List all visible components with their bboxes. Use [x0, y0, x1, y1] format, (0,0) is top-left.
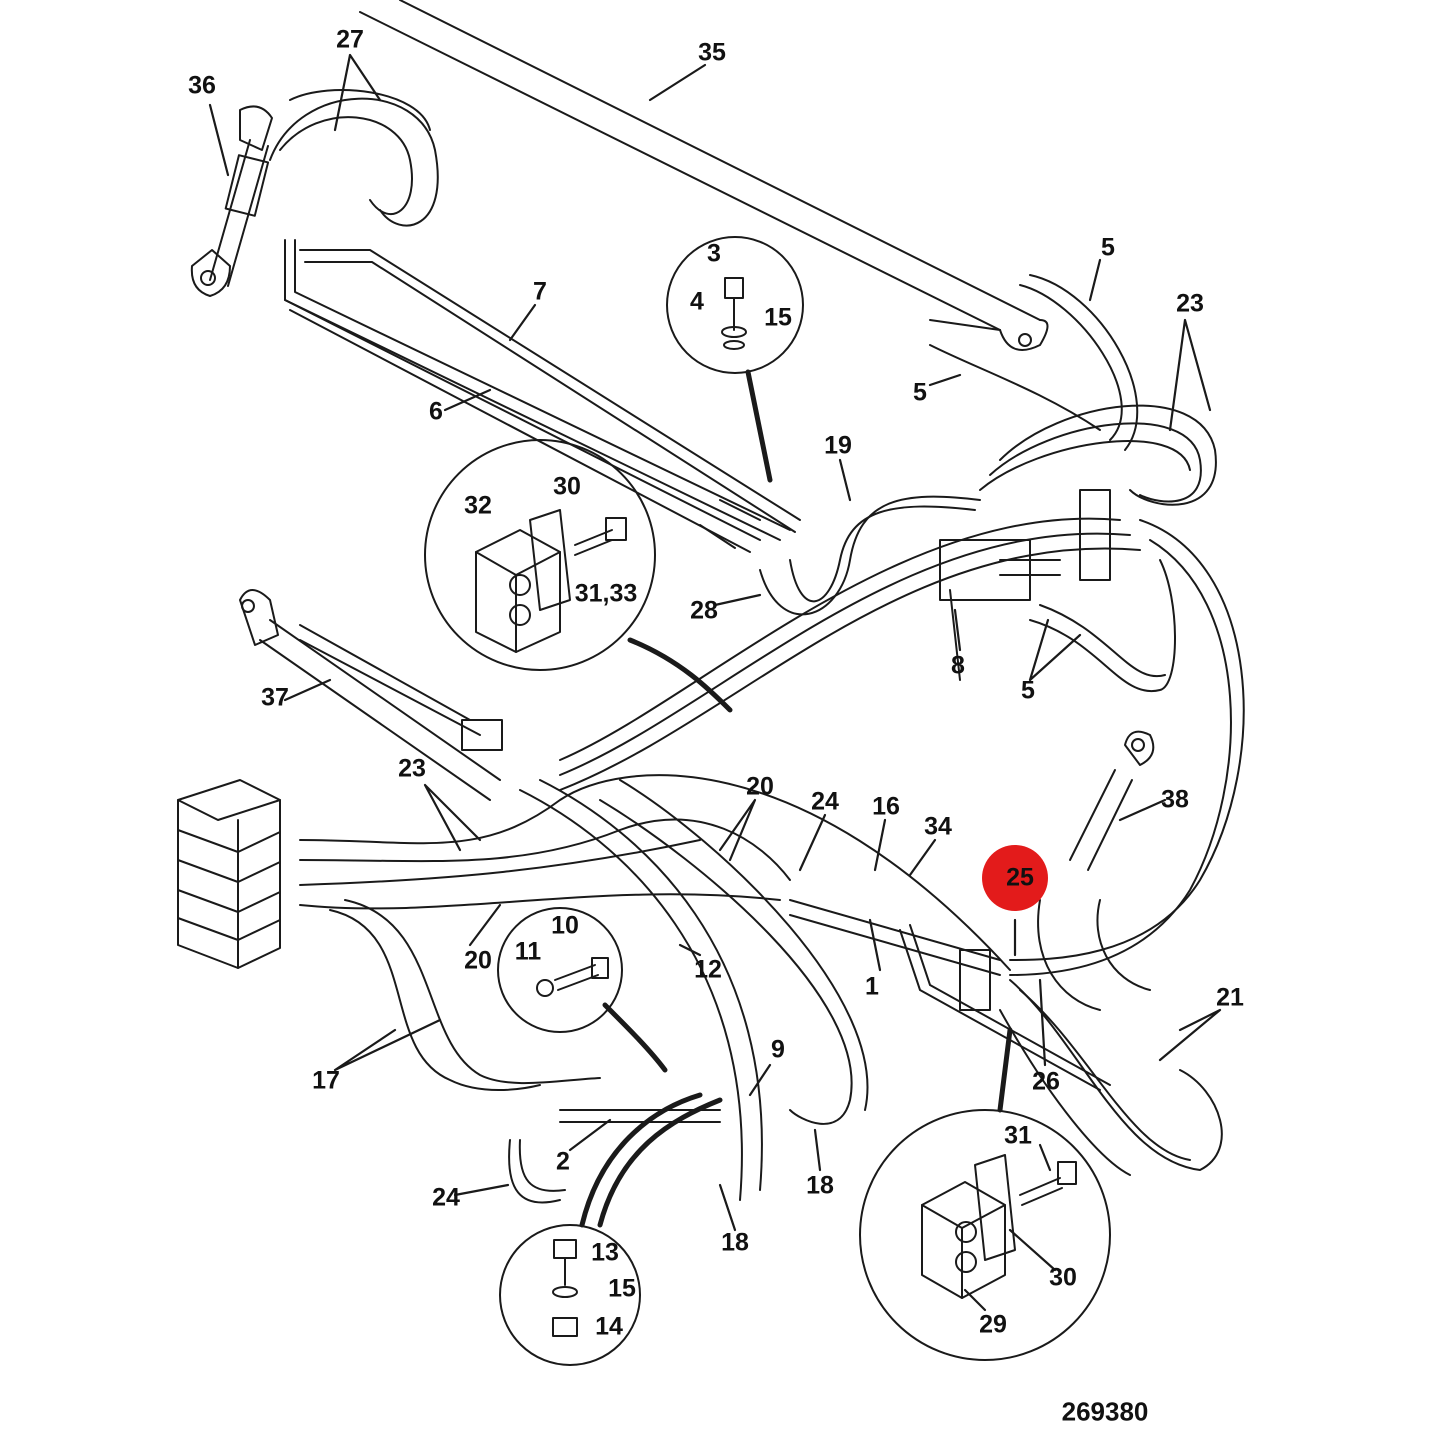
callout-34-23: 34	[924, 812, 952, 841]
callout-15-5: 15	[764, 303, 792, 332]
hose-5-top	[929, 274, 1139, 451]
callout-29-44: 29	[979, 1310, 1007, 1339]
callout-8-16: 8	[951, 651, 965, 680]
detail-bolt-11-10	[497, 907, 668, 1073]
callout-31-39: 31	[1004, 1121, 1032, 1150]
callout-11-27: 11	[514, 937, 542, 966]
callout-17-32: 17	[312, 1066, 340, 1095]
callout-3-3: 3	[707, 239, 721, 268]
callout-9-33: 9	[771, 1035, 785, 1064]
detail-bolt-3-4-15	[666, 236, 804, 483]
hose-bundle-main	[559, 517, 1245, 976]
callout-20-20: 20	[746, 772, 774, 801]
detail-bolt-13-15-14	[499, 1092, 723, 1366]
boom-cylinder	[359, 0, 1049, 351]
callout-26-34: 26	[1032, 1067, 1060, 1096]
callout-1-30: 1	[865, 972, 879, 1001]
callout-19-11: 19	[824, 431, 852, 460]
right-fittings	[789, 899, 1223, 1176]
callout-18-38: 18	[721, 1228, 749, 1257]
hose-loop-27	[269, 89, 439, 227]
ram-38	[1037, 730, 1155, 1011]
callout-5-7: 5	[1101, 233, 1115, 262]
callout-14-42: 14	[595, 1312, 623, 1341]
hose-23-loop	[979, 404, 1217, 506]
callout-18-37: 18	[806, 1171, 834, 1200]
callout-20-26: 20	[464, 946, 492, 975]
hose-17	[329, 899, 601, 1091]
callout-30-43: 30	[1049, 1263, 1077, 1292]
callout-5-17: 5	[1021, 676, 1035, 705]
callout-38-24: 38	[1161, 785, 1189, 814]
callout-30-13: 30	[553, 472, 581, 501]
callout-32-12: 32	[464, 491, 492, 520]
valve-hoses	[299, 774, 1011, 971]
callout-24-36: 24	[432, 1183, 460, 1212]
callout-12-29: 12	[694, 955, 722, 984]
callout-28-15: 28	[690, 596, 718, 625]
callout-6-9: 6	[429, 397, 443, 426]
callout-7-6: 7	[533, 277, 547, 306]
rigid-pipes-6-7	[284, 239, 801, 553]
callout-37-18: 37	[261, 683, 289, 712]
callout-36-1: 36	[188, 71, 216, 100]
callout-25-25: 25	[1006, 863, 1034, 892]
top-ram	[190, 105, 273, 297]
drawing-number: 269380	[1061, 1396, 1149, 1427]
detail-clamp-lower	[859, 1027, 1111, 1361]
hose-12-18	[519, 779, 869, 1201]
callout-23-8: 23	[1176, 289, 1204, 318]
callout-4-4: 4	[690, 287, 704, 316]
callout-16-22: 16	[872, 792, 900, 821]
callout-24-21: 24	[811, 787, 839, 816]
callout-15-41: 15	[608, 1274, 636, 1303]
callout-35-2: 35	[698, 38, 726, 67]
callout-5-10: 5	[913, 378, 927, 407]
hose-19-28	[759, 495, 981, 616]
callout-2-35: 2	[556, 1147, 570, 1176]
detail-clamp-upper	[424, 439, 733, 713]
callout-23-19: 23	[398, 754, 426, 783]
valve-bank	[177, 779, 281, 969]
highlight-marker	[982, 845, 1048, 911]
callout-13-40: 13	[591, 1238, 619, 1267]
callout-10-28: 10	[551, 911, 579, 940]
callout-31-33-14: 31,33	[574, 579, 638, 608]
leader-lines	[208, 53, 1222, 1312]
callout-21-31: 21	[1216, 983, 1244, 1012]
lower-ram-37	[239, 589, 503, 801]
callout-27-0: 27	[336, 25, 364, 54]
